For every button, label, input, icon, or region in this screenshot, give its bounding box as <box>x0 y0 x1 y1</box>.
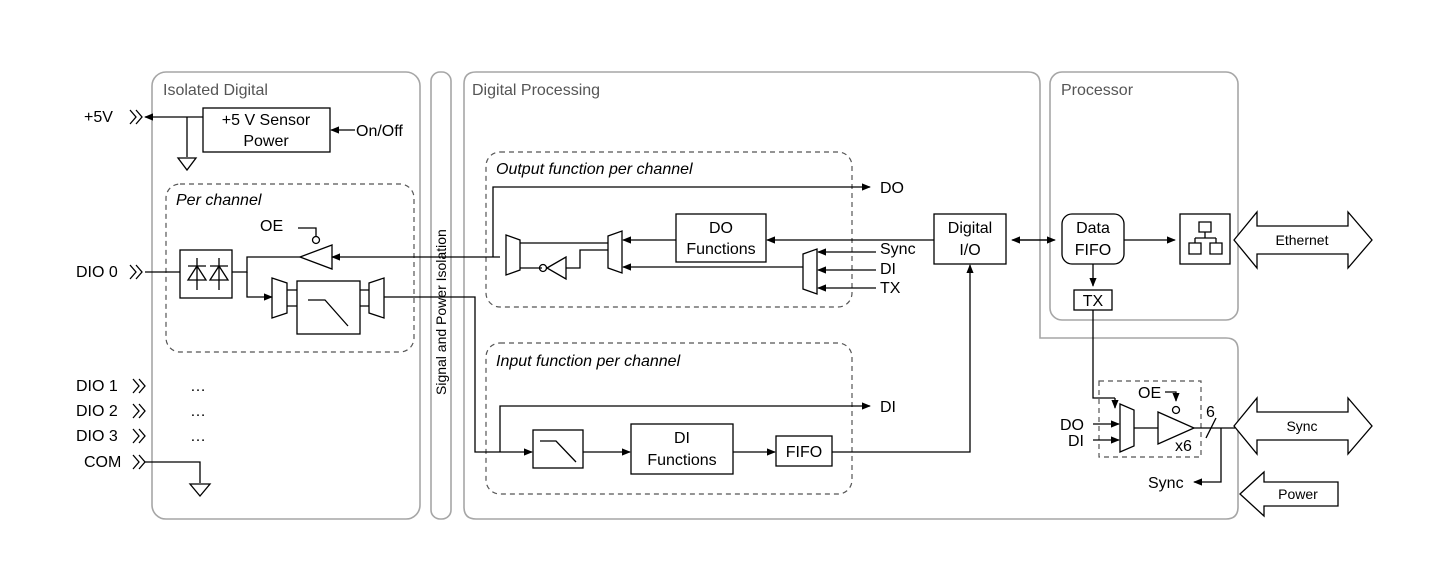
x6-label: x6 <box>1175 438 1192 455</box>
oe-driver-icon <box>298 244 333 270</box>
di-output-label: DI <box>880 399 896 416</box>
input-function-label: Input function per channel <box>496 353 681 370</box>
sync-driver-icon <box>1157 410 1196 446</box>
svg-text:Functions: Functions <box>647 452 716 469</box>
svg-text:FIFO: FIFO <box>786 444 822 461</box>
bus-slash <box>1205 417 1217 439</box>
on-off-label: On/Off <box>356 123 403 140</box>
digital-processing-region <box>463 71 1239 520</box>
di-input-label: DI <box>880 261 896 278</box>
sync-di-tx-mux-icon <box>802 248 818 295</box>
sync-mux-icon <box>1119 403 1135 453</box>
digital-io-block <box>933 213 1007 265</box>
svg-text:DIO 0: DIO 0 <box>76 264 118 281</box>
isolation-bar-label: Signal and Power Isolation <box>433 229 449 395</box>
do-output-label: DO <box>880 180 904 197</box>
dio2-ellipsis: … <box>190 403 206 420</box>
terminal-dio1: DIO 1 … <box>76 378 206 395</box>
terminal-plus5v: +5V <box>84 109 143 126</box>
per-channel-label: Per channel <box>176 192 262 209</box>
isolated-digital-region <box>151 71 421 520</box>
sync-di-label: DI <box>1068 433 1084 450</box>
terminal-com: COM <box>84 454 212 498</box>
sync-output-group <box>1098 380 1202 458</box>
svg-text:DO: DO <box>709 220 733 237</box>
protection-diodes-block <box>179 249 233 299</box>
dio3-ellipsis: … <box>190 428 206 445</box>
com-ground-icon <box>188 483 212 498</box>
input-lowpass-filter-block <box>532 429 584 469</box>
sync-port-arrow: Sync <box>1233 396 1373 456</box>
svg-text:Digital: Digital <box>948 220 992 237</box>
bus-width-label: 6 <box>1206 404 1215 421</box>
diode-icon-2 <box>208 258 230 290</box>
isolation-bar <box>430 71 452 520</box>
svg-text:Sync: Sync <box>1286 418 1317 434</box>
output-function-label: Output function per channel <box>496 161 693 178</box>
diode-icon-1 <box>186 258 208 290</box>
terminal-dio2: DIO 2 … <box>76 403 206 420</box>
fifo-block <box>775 435 833 467</box>
output-mux-icon <box>505 234 521 276</box>
svg-text:I/O: I/O <box>959 242 980 259</box>
sensor-power-block <box>202 107 331 153</box>
input-mux-icon <box>271 277 288 319</box>
svg-text:Power: Power <box>1278 486 1318 502</box>
processor-region <box>1049 71 1239 321</box>
svg-text:Ethernet: Ethernet <box>1276 232 1329 248</box>
svg-text:TX: TX <box>1083 293 1104 310</box>
input-filter-block <box>296 280 361 335</box>
svg-text:Data: Data <box>1076 220 1110 237</box>
inverter-icon <box>545 255 567 281</box>
di-functions-block <box>630 423 734 475</box>
digital-processing-title: Digital Processing <box>472 82 600 99</box>
dio1-ellipsis: … <box>190 378 206 395</box>
processor-title: Processor <box>1061 82 1134 99</box>
oe-label-left: OE <box>260 218 283 235</box>
svg-text:Functions: Functions <box>686 241 755 258</box>
ethernet-port-arrow: Ethernet <box>1233 210 1373 270</box>
svg-text:COM: COM <box>84 454 121 471</box>
input-demux-icon <box>368 277 385 319</box>
do-select-mux-icon <box>607 230 623 274</box>
terminal-dio3: DIO 3 … <box>76 428 206 445</box>
do-functions-block <box>675 213 767 263</box>
sync-feedback-label: Sync <box>1148 475 1184 492</box>
per-channel-group <box>165 183 415 353</box>
power-port-arrow: Power <box>1239 470 1339 518</box>
svg-text:DIO 2: DIO 2 <box>76 403 118 420</box>
svg-text:FIFO: FIFO <box>1075 242 1111 259</box>
svg-text:DIO 3: DIO 3 <box>76 428 118 445</box>
svg-text:Power: Power <box>243 133 289 150</box>
sync-input-label: Sync <box>880 241 916 258</box>
svg-text:+5 V Sensor: +5 V Sensor <box>222 112 311 129</box>
sync-do-label: DO <box>1060 417 1084 434</box>
isolated-digital-title: Isolated Digital <box>163 82 268 99</box>
terminal-dio0: DIO 0 <box>76 264 143 281</box>
svg-text:+5V: +5V <box>84 109 113 126</box>
oe-label-sync: OE <box>1138 385 1161 402</box>
sensor-ground-icon <box>176 157 198 172</box>
svg-text:DIO 1: DIO 1 <box>76 378 118 395</box>
tx-input-label: TX <box>880 280 901 297</box>
svg-text:DI: DI <box>674 430 690 447</box>
output-function-group <box>485 151 853 308</box>
network-icon <box>1188 221 1223 255</box>
